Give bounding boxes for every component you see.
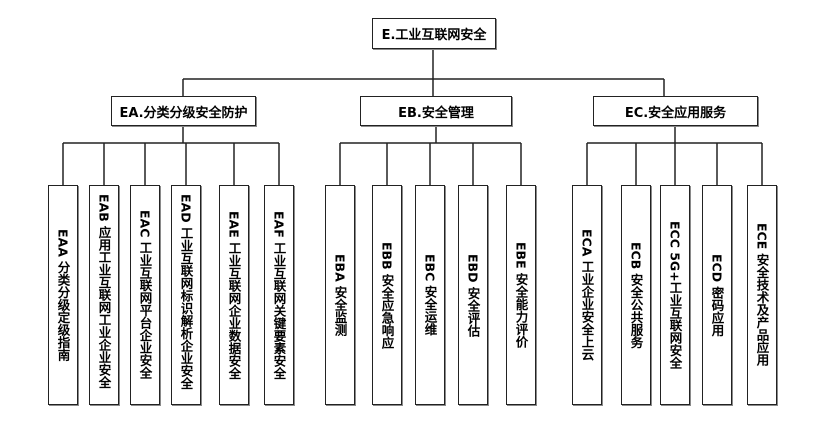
leaf-node-eaf: EAF 工业互联网关键要素安全 bbox=[264, 185, 294, 405]
leaf-label: ECA 工业企业安全上云 bbox=[579, 229, 595, 361]
leaf-node-eab: EAB 应用工业互联网工业企业安全 bbox=[89, 185, 119, 405]
leaf-label: EAA 分类分级定级指南 bbox=[55, 228, 71, 362]
leaf-label: EBE 安全能力评价 bbox=[513, 242, 529, 348]
root-label: E.工业互联网安全 bbox=[381, 28, 487, 43]
leaf-node-ebc: EBC 安全运维 bbox=[415, 185, 445, 405]
leaf-node-ece: ECE 安全技术及产品应用 bbox=[747, 185, 777, 405]
branch-node-ea: EA.分类分级安全防护 bbox=[111, 96, 256, 126]
leaf-node-ecb: ECB 安全公共服务 bbox=[621, 185, 651, 405]
leaf-label: ECD 密码应用 bbox=[709, 253, 725, 337]
leaf-label: EAF 工业互联网关键要素安全 bbox=[271, 210, 287, 380]
leaf-node-eaa: EAA 分类分级定级指南 bbox=[48, 185, 78, 405]
leaf-label: ECC 5G+工业互联网安全 bbox=[667, 220, 683, 370]
leaf-node-eae: EAE 工业互联网企业数据安全 bbox=[219, 185, 249, 405]
leaf-node-ebe: EBE 安全能力评价 bbox=[506, 185, 536, 405]
branch-label-ea: EA.分类分级安全防护 bbox=[119, 105, 248, 121]
leaf-node-ebb: EBB 安全应急响应 bbox=[372, 185, 402, 405]
leaf-node-ebd: EBD 安全评估 bbox=[458, 185, 488, 405]
leaf-label: ECB 安全公共服务 bbox=[628, 241, 644, 349]
leaf-label: EAB 应用工业互联网工业企业安全 bbox=[96, 194, 112, 389]
branch-label-ec: EC.安全应用服务 bbox=[624, 105, 727, 121]
leaf-label: EAE 工业互联网企业数据安全 bbox=[226, 210, 242, 380]
branch-label-eb: EB.安全管理 bbox=[398, 105, 474, 121]
branch-node-eb: EB.安全管理 bbox=[360, 96, 512, 126]
leaf-node-ecd: ECD 密码应用 bbox=[702, 185, 732, 405]
leaf-label: EBA 安全监测 bbox=[332, 253, 348, 337]
leaf-label: EBC 安全运维 bbox=[422, 254, 438, 336]
leaf-node-eac: EAC 工业互联网平台企业安全 bbox=[130, 185, 160, 405]
leaf-node-eba: EBA 安全监测 bbox=[325, 185, 355, 405]
leaf-label: ECE 安全技术及产品应用 bbox=[754, 223, 770, 367]
leaf-label: EBB 安全应急响应 bbox=[379, 241, 395, 349]
leaf-label: EBD 安全评估 bbox=[465, 253, 481, 337]
leaf-label: EAC 工业互联网平台企业安全 bbox=[137, 210, 153, 380]
leaf-label: EAD 工业互联网标识解析企业安全 bbox=[178, 194, 194, 390]
branch-node-ec: EC.安全应用服务 bbox=[593, 96, 758, 126]
root-node: E.工业互联网安全 bbox=[372, 18, 496, 49]
leaf-node-eca: ECA 工业企业安全上云 bbox=[572, 185, 602, 405]
leaf-node-ecc: ECC 5G+工业互联网安全 bbox=[660, 185, 690, 405]
leaf-node-ead: EAD 工业互联网标识解析企业安全 bbox=[171, 185, 201, 405]
